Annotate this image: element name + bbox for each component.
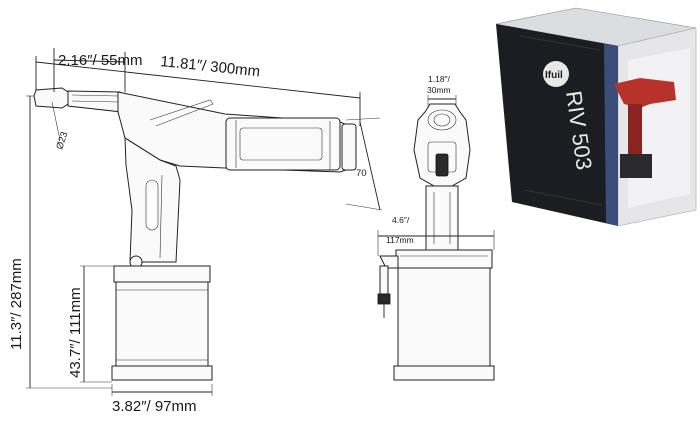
- reservoir-base: [111, 365, 213, 381]
- front-body-width-mm-label: 117mm: [386, 235, 414, 245]
- air-connector: [379, 265, 389, 295]
- front-reservoir-cap: [395, 249, 493, 269]
- brand-logo-text: Ifuil: [545, 70, 563, 81]
- overall-height-label: 11.3″/ 287mm: [8, 258, 25, 350]
- overall-length-label: 11.81″/ 300mm: [160, 53, 261, 80]
- length-dim-line: [35, 61, 361, 99]
- front-reservoir-body: [397, 267, 491, 369]
- nose-tip: [33, 87, 69, 109]
- cylinder-housing: [225, 117, 341, 171]
- front-view: [377, 103, 495, 381]
- handle: [124, 137, 181, 263]
- front-view-dimensions: 1.18″/ 30mm 4.6″/ 117mm: [377, 74, 495, 256]
- reservoir-cap: [113, 265, 211, 283]
- nose-length-label: 2.16″/ 55mm: [58, 52, 143, 69]
- product-box: Ifuil RIV 503: [495, 7, 697, 227]
- front-reservoir-base: [393, 365, 495, 381]
- box-blue-band: [604, 44, 618, 226]
- front-body-width-in-label: 4.6″/: [392, 215, 410, 225]
- nose-diameter-label: Ø23: [54, 130, 70, 150]
- front-nose-width-in-label: 1.18″/: [428, 74, 451, 84]
- housing-depth-label: 70: [356, 168, 367, 179]
- reservoir-body: [115, 281, 209, 369]
- box-front-face: [496, 24, 618, 226]
- box-tool-image: [614, 78, 676, 108]
- trigger-lever: [149, 99, 214, 127]
- front-handle: [425, 185, 459, 251]
- side-view: [33, 87, 357, 381]
- side-view-dimensions: 11.81″/ 300mm 2.16″/ 55mm Ø23 70 11.3″/ …: [8, 48, 383, 415]
- end-cap: [341, 123, 357, 171]
- reservoir-height-label: 43.7″/ 111mm: [67, 287, 84, 378]
- brand-logo: [543, 61, 569, 87]
- air-fitting: [379, 255, 399, 269]
- base-width-label: 3.82″/ 97mm: [112, 398, 197, 415]
- front-nose-width-mm-label: 30mm: [427, 85, 451, 95]
